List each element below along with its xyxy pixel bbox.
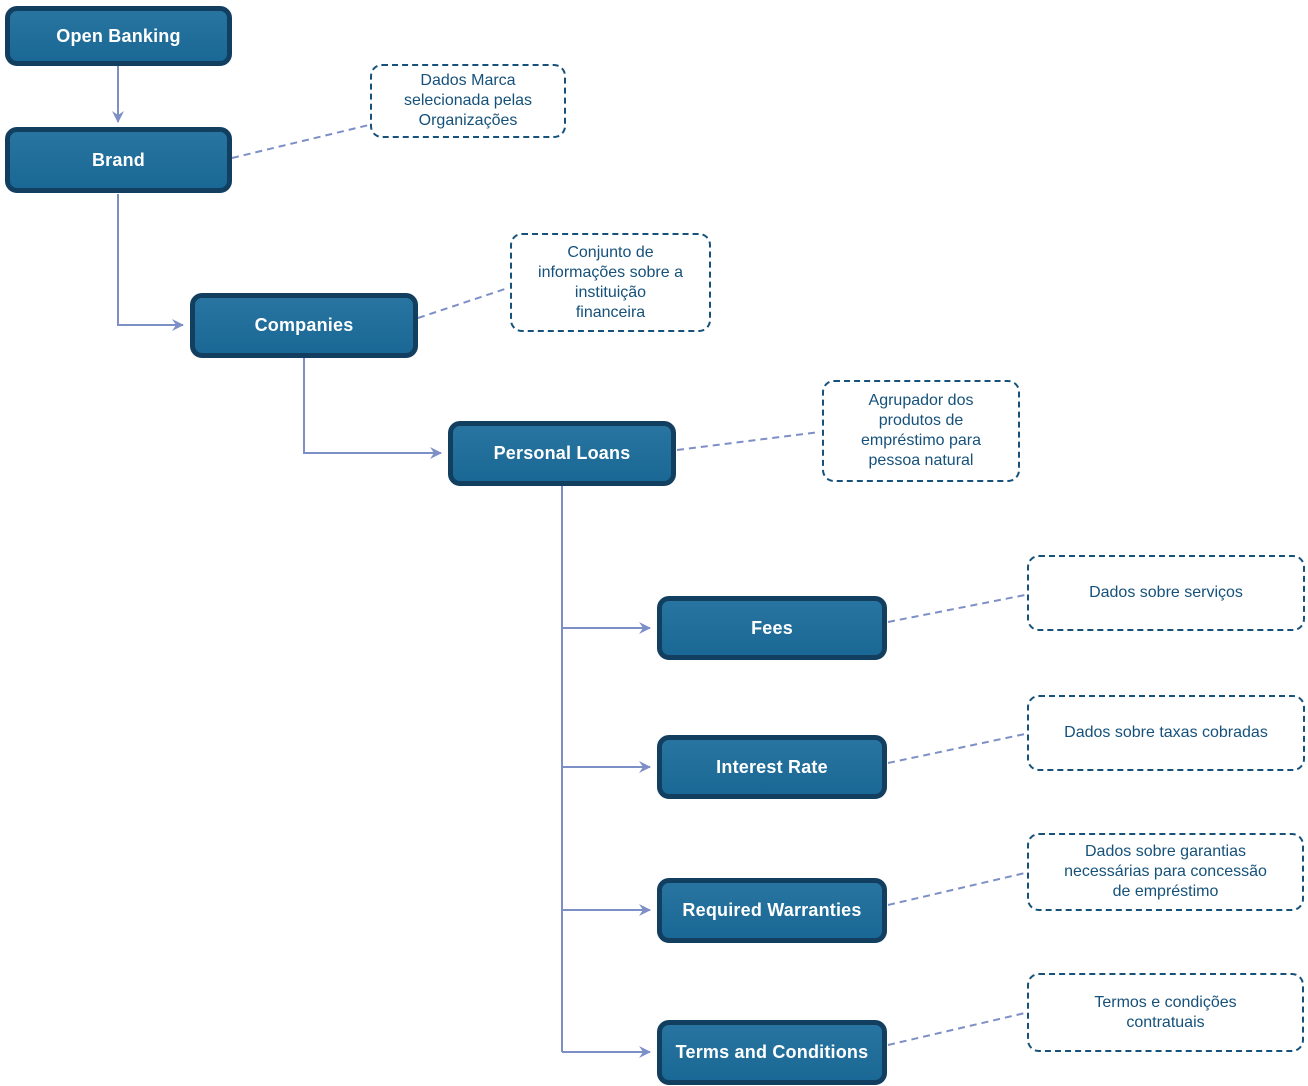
annotation-link-brand <box>231 124 370 159</box>
annotation-line: financeira <box>575 303 646 321</box>
annotation-line: Dados Marca <box>420 72 516 89</box>
node-open-banking: Open Banking <box>5 6 232 66</box>
annotation-line: selecionada pelas <box>403 92 533 109</box>
annotation-link-required-warranties <box>887 872 1026 906</box>
annotation-link-companies <box>417 287 509 319</box>
annotation-link-personal-loans <box>676 431 821 451</box>
annotation-line: instituição <box>574 283 647 301</box>
annotation-companies: Conjunto de informações sobre a institui… <box>510 233 711 332</box>
annotation-link-interest-rate <box>887 733 1026 764</box>
annotation-line: pessoa natural <box>868 452 974 469</box>
annotation-line: Organizações <box>418 112 518 129</box>
annotation-link-fees <box>887 594 1026 623</box>
node-terms-and-conditions: Terms and Conditions <box>657 1020 887 1085</box>
annotation-terms-and-conditions: Termos e condições contratuais <box>1027 973 1304 1052</box>
annotation-line: Dados sobre serviços <box>1089 584 1243 601</box>
node-fees: Fees <box>657 596 887 660</box>
annotation-line: Termos e condições <box>1094 993 1237 1011</box>
connector-companies-personal-loans <box>303 358 442 459</box>
annotation-line: informações sobre a <box>538 263 683 281</box>
annotation-fees: Dados sobre serviços <box>1027 555 1305 631</box>
annotation-line: Dados sobre taxas cobradas <box>1064 724 1268 741</box>
node-brand: Brand <box>5 127 232 193</box>
annotation-personal-loans: Agrupador dos produtos de empréstimo par… <box>822 380 1020 482</box>
annotation-line: de empréstimo <box>1112 883 1219 900</box>
node-interest-rate: Interest Rate <box>657 735 887 799</box>
annotation-line: Dados sobre garantias <box>1085 843 1246 860</box>
annotation-interest-rate: Dados sobre taxas cobradas <box>1027 695 1305 771</box>
annotation-line: Conjunto de <box>567 243 654 261</box>
annotation-brand: Dados Marca selecionada pelas Organizaçõ… <box>370 64 566 138</box>
annotation-line: contratuais <box>1126 1013 1205 1031</box>
annotation-required-warranties: Dados sobre garantias necessárias para c… <box>1027 833 1304 911</box>
annotation-line: empréstimo para <box>860 432 982 449</box>
annotation-line: Agrupador dos <box>868 392 974 409</box>
annotation-link-terms-and-conditions <box>887 1012 1026 1046</box>
node-companies: Companies <box>190 293 418 358</box>
connector-brand-companies <box>117 194 184 331</box>
annotation-line: produtos de <box>878 412 964 429</box>
annotation-line: necessárias para concessão <box>1064 863 1267 880</box>
node-required-warranties: Required Warranties <box>657 878 887 943</box>
node-personal-loans: Personal Loans <box>448 421 676 486</box>
